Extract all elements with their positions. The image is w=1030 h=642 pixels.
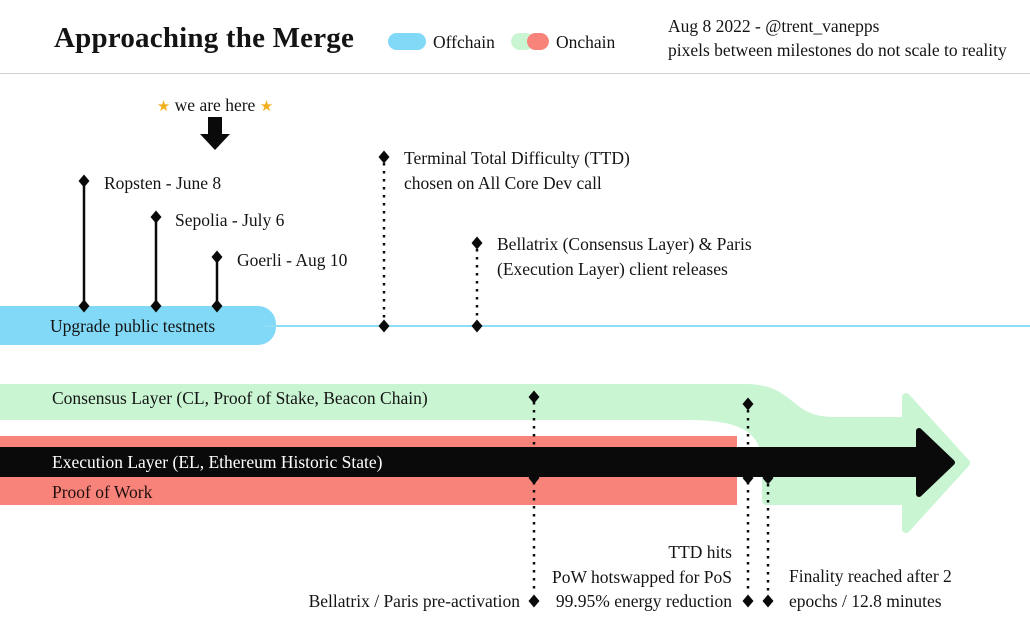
offchain-bar-label: Upgrade public testnets [50, 316, 216, 336]
preactivation-label: Bellatrix / Paris pre-activation [308, 591, 520, 611]
milestone-label-goerli: Goerli - Aug 10 [237, 250, 348, 270]
legend-onchain-label: Onchain [556, 32, 616, 52]
ttd-annotation-line2: chosen on All Core Dev call [404, 173, 602, 193]
down-arrow-icon [200, 117, 230, 150]
scale-note: pixels between milestones do not scale t… [668, 40, 1007, 60]
ttd-hits-line3: 99.95% energy reduction [555, 591, 732, 611]
bellatrix-annotation-line2: (Execution Layer) client releases [497, 259, 728, 279]
diamond-marker [78, 174, 90, 188]
finality-line1: Finality reached after 2 [789, 566, 952, 586]
onchain-legend-swatch [511, 33, 549, 50]
consensus-bar-label: Consensus Layer (CL, Proof of Stake, Bea… [52, 388, 428, 408]
ttd-annotation-line1: Terminal Total Difficulty (TTD) [404, 148, 630, 168]
star-icon: ★ [156, 97, 171, 115]
legend-offchain-label: Offchain [433, 32, 495, 52]
onchain-swatch-red [526, 33, 549, 50]
star-icon: ★ [259, 97, 274, 115]
milestone-label-ropsten: Ropsten - June 8 [104, 173, 222, 193]
diamond-marker [471, 319, 483, 333]
execution-bar-label: Execution Layer (EL, Ethereum Historic S… [52, 452, 383, 472]
diamond-marker [378, 319, 390, 333]
ttd-hits-line2: PoW hotswapped for PoS [551, 567, 732, 587]
we-are-here-pointer: ★ we are here ★ [140, 94, 290, 117]
finality-line2: epochs / 12.8 minutes [789, 591, 942, 611]
diamond-marker [150, 210, 162, 224]
diamond-marker [378, 150, 390, 164]
pow-bar-label: Proof of Work [52, 482, 153, 502]
header-divider [0, 73, 1030, 74]
credit-line: Aug 8 2022 - @trent_vanepps [668, 16, 880, 36]
ttd-hits-line1: TTD hits [668, 542, 732, 562]
bellatrix-annotation-line1: Bellatrix (Consensus Layer) & Paris [497, 234, 752, 254]
diamond-marker [762, 594, 774, 608]
we-are-here-label: we are here [174, 95, 256, 115]
execution-arrow [0, 428, 955, 497]
offchain-line [264, 325, 1030, 327]
offchain-legend-swatch [388, 33, 426, 50]
diamond-marker [211, 250, 223, 264]
diamond-marker [742, 594, 754, 608]
offchain-bar [0, 306, 276, 345]
diamond-marker [471, 236, 483, 250]
page-title: Approaching the Merge [54, 22, 355, 54]
milestone-label-sepolia: Sepolia - July 6 [175, 210, 285, 230]
